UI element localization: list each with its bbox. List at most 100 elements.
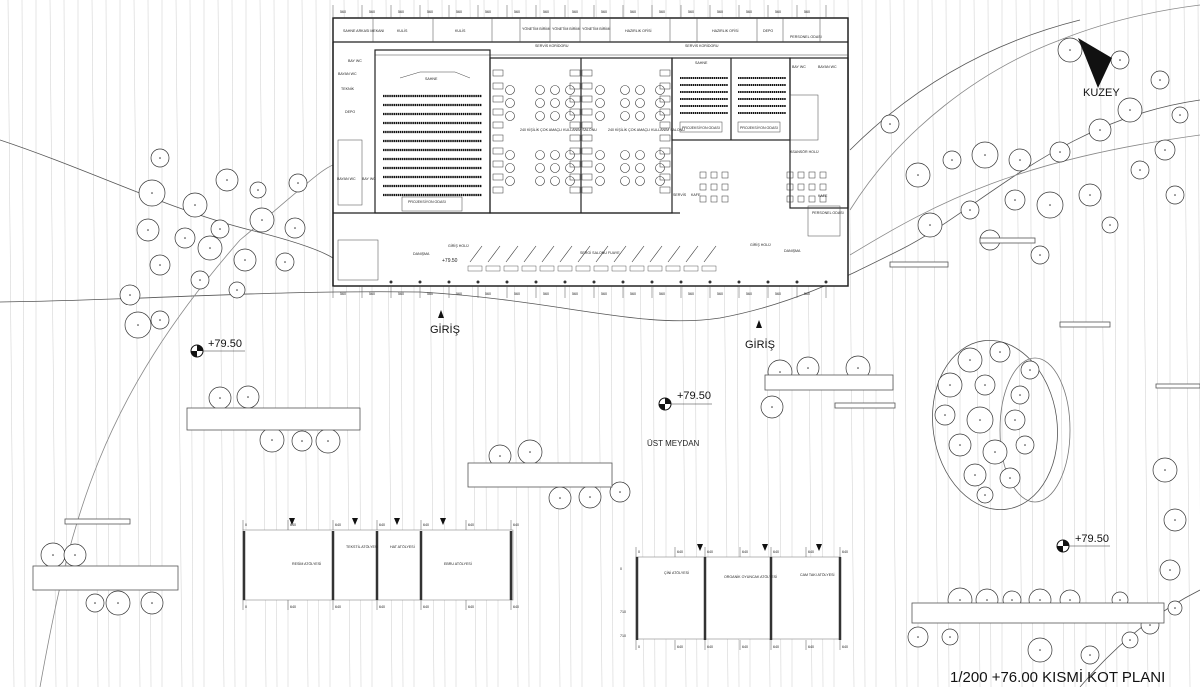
projection-room-label: PROJEKSİYON ODASI: [408, 199, 446, 204]
round-table: [535, 176, 545, 186]
tree-center: [327, 440, 329, 442]
dimension-label: 640: [677, 645, 683, 649]
display-case: [593, 265, 609, 272]
tree-center: [151, 602, 153, 604]
display-case: [467, 265, 483, 272]
tree-center: [226, 179, 228, 181]
room-label: PERSONEL ODASI: [812, 211, 844, 215]
workshop-label: RESİM ATÖLYESİ: [292, 561, 321, 566]
dimension-label: 640: [842, 550, 848, 554]
dimension-label: 0: [620, 567, 622, 571]
table: [569, 82, 581, 90]
round-table: [535, 163, 545, 173]
elevation-label: +79.50: [677, 390, 711, 402]
dimension-label: 560: [630, 292, 636, 296]
paving-line: [1071, 0, 1076, 687]
table: [659, 108, 671, 116]
dimension-label: 560: [630, 10, 636, 14]
table: [492, 69, 504, 77]
dimension-label: 560: [514, 10, 520, 14]
cafe-table: [699, 183, 707, 191]
tree-center: [984, 154, 986, 156]
cafe-tables: [699, 171, 827, 203]
cinema-seats: [680, 77, 786, 114]
table: [569, 173, 581, 181]
tree-center: [1039, 599, 1041, 601]
lobby-label: SERGİ SALONU FUAYE: [580, 250, 620, 255]
cafe-table: [808, 171, 816, 179]
dimension-label: 0: [638, 550, 640, 554]
tree-center: [1059, 151, 1061, 153]
paving-line: [1015, 0, 1023, 687]
tree-center: [1069, 49, 1071, 51]
dimension-label: 640: [742, 550, 748, 554]
round-table: [635, 150, 645, 160]
entrance-west: GİRİŞ: [430, 310, 460, 336]
room-label: BAY WC: [792, 65, 806, 69]
exhibition-panel: [487, 245, 501, 263]
bench: [764, 374, 894, 391]
dimension-label: 560: [543, 10, 549, 14]
tree-center: [151, 192, 153, 194]
hall-tables: [492, 69, 671, 194]
table: [492, 121, 504, 129]
dimension-label: 560: [746, 10, 752, 14]
table: [659, 95, 671, 103]
dimension-label: 560: [659, 292, 665, 296]
cafe-table: [808, 195, 816, 203]
dimension-label: 560: [456, 292, 462, 296]
round-table: [535, 98, 545, 108]
dimension-label: 560: [456, 10, 462, 14]
tree-center: [1089, 194, 1091, 196]
round-table: [635, 111, 645, 121]
lobby-label: GİRİŞ HOLÜ: [750, 242, 771, 247]
tree-center: [1024, 444, 1026, 446]
cafe-table: [819, 195, 827, 203]
tree-center: [999, 351, 1001, 353]
column: [766, 280, 770, 284]
exhibition-panel: [559, 245, 573, 263]
dimension-label: 560: [775, 292, 781, 296]
table: [581, 121, 593, 129]
dimension-label: 560: [398, 292, 404, 296]
bench: [889, 261, 949, 268]
workshop-label: HAT ATÖLYESİ: [390, 544, 415, 549]
tree-center: [94, 602, 96, 604]
tree-center: [984, 384, 986, 386]
round-table: [535, 85, 545, 95]
tree-center: [969, 359, 971, 361]
tree-center: [236, 289, 238, 291]
round-table: [595, 163, 605, 173]
tree-center: [1014, 199, 1016, 201]
dimension-label: 640: [379, 523, 385, 527]
bench: [979, 237, 1036, 244]
table: [659, 82, 671, 90]
dimension-label: 560: [369, 292, 375, 296]
paving-line: [973, 0, 981, 687]
dimension-label: 560: [775, 10, 781, 14]
tree-center: [1011, 599, 1013, 601]
table: [569, 186, 581, 194]
paving-line: [1155, 0, 1160, 687]
elevation-marker: +79.50: [190, 338, 245, 358]
table: [581, 173, 593, 181]
tree-center: [1069, 599, 1071, 601]
tree-center: [984, 494, 986, 496]
dimension-label: 640: [808, 645, 814, 649]
info-desk-label: DANIŞMA: [413, 252, 430, 256]
tree-center: [284, 261, 286, 263]
column: [563, 280, 567, 284]
tree-center: [994, 451, 996, 453]
column: [534, 280, 538, 284]
paving-line: [217, 0, 225, 687]
tree-center: [137, 324, 139, 326]
display-case: [485, 265, 501, 272]
tree-center: [1164, 469, 1166, 471]
entry-arrow: [762, 544, 768, 551]
room-label: KULİS: [397, 28, 408, 33]
tree-center: [1174, 194, 1176, 196]
tree-center: [1014, 419, 1016, 421]
hall-label: 240 KİŞİLİK ÇOK AMAÇLI KULLANIM SALONU: [608, 127, 685, 132]
dimension-label: 560: [340, 292, 346, 296]
table: [659, 186, 671, 194]
